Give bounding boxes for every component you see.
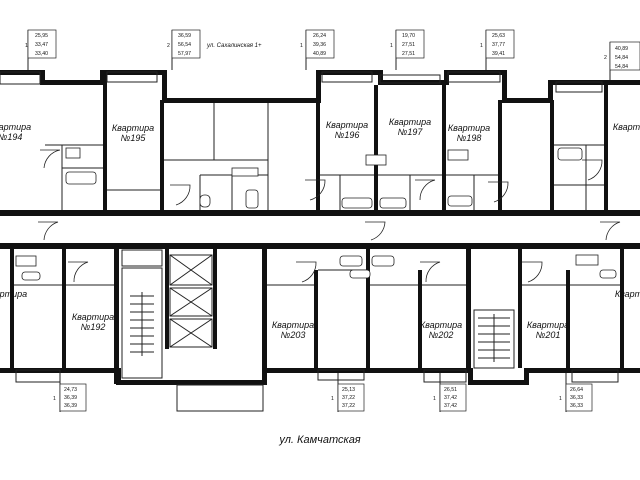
svg-text:1: 1 (53, 396, 56, 402)
svg-text:37,22: 37,22 (342, 395, 355, 401)
svg-text:37,42: 37,42 (444, 395, 457, 401)
street-label-bottom: ул. Камчатская (278, 434, 360, 446)
svg-text:37,77: 37,77 (492, 42, 505, 48)
svg-text:36,33: 36,33 (570, 403, 583, 409)
area-tags-top: 1 25,95 33,47 33,40 2 36,59 56,54 57,97 … (25, 29, 640, 80)
svg-text:1: 1 (390, 43, 393, 49)
svg-text:36,33: 36,33 (570, 395, 583, 401)
apartment-label-200: Квартира (615, 289, 640, 299)
stair-left (130, 292, 154, 356)
apartment-label-193: Квартира (0, 289, 27, 299)
svg-text:26,51: 26,51 (444, 387, 457, 393)
svg-text:24,73: 24,73 (64, 387, 77, 393)
stair-right (478, 314, 510, 362)
svg-text:1: 1 (433, 396, 436, 402)
svg-text:54,84: 54,84 (615, 64, 628, 70)
svg-text:1: 1 (480, 43, 483, 49)
svg-text:40,89: 40,89 (615, 46, 628, 52)
area-tag-1-living: 33,47 (35, 42, 48, 48)
svg-text:1: 1 (559, 396, 562, 402)
svg-text:27,51: 27,51 (402, 51, 415, 57)
svg-text:2: 2 (604, 55, 607, 61)
door-swings (38, 149, 621, 283)
svg-text:36,39: 36,39 (64, 395, 77, 401)
svg-text:36,39: 36,39 (64, 403, 77, 409)
svg-text:39,41: 39,41 (492, 51, 505, 57)
svg-text:19,70: 19,70 (402, 33, 415, 39)
lower-interior-walls (10, 249, 624, 384)
svg-text:1: 1 (300, 43, 303, 49)
svg-text:40,89: 40,89 (313, 51, 326, 57)
svg-text:26,64: 26,64 (570, 387, 583, 393)
svg-text:25,13: 25,13 (342, 387, 355, 393)
svg-text:1: 1 (331, 396, 334, 402)
svg-text:2: 2 (167, 43, 170, 49)
area-tag-1-kitchen: 33,40 (35, 51, 48, 57)
area-tags-bottom: 1 24,73 36,39 36,39 1 25,13 37,22 37,22 … (53, 373, 593, 412)
apartment-label-199: Квартира (613, 122, 640, 132)
svg-text:37,22: 37,22 (342, 403, 355, 409)
svg-text:26,24: 26,24 (313, 33, 326, 39)
svg-text:37,42: 37,42 (444, 403, 457, 409)
svg-text:57,97: 57,97 (178, 51, 191, 57)
svg-text:54,84: 54,84 (615, 55, 628, 61)
apartment-label-194: Квартира№194 (0, 122, 31, 142)
svg-text:27,51: 27,51 (402, 42, 415, 48)
svg-text:36,59: 36,59 (178, 33, 191, 39)
svg-text:25,63: 25,63 (492, 33, 505, 39)
svg-text:56,54: 56,54 (178, 42, 191, 48)
area-tag-rooms: 1 (25, 43, 28, 49)
upper-interior-walls (0, 71, 608, 210)
svg-text:39,36: 39,36 (313, 42, 326, 48)
elevator-shafts (165, 249, 217, 349)
bathroom-fixtures (15, 147, 617, 281)
street-label-top: ул. Сахалинская 1+ (206, 43, 262, 49)
area-tag-1-total: 25,95 (35, 33, 48, 39)
